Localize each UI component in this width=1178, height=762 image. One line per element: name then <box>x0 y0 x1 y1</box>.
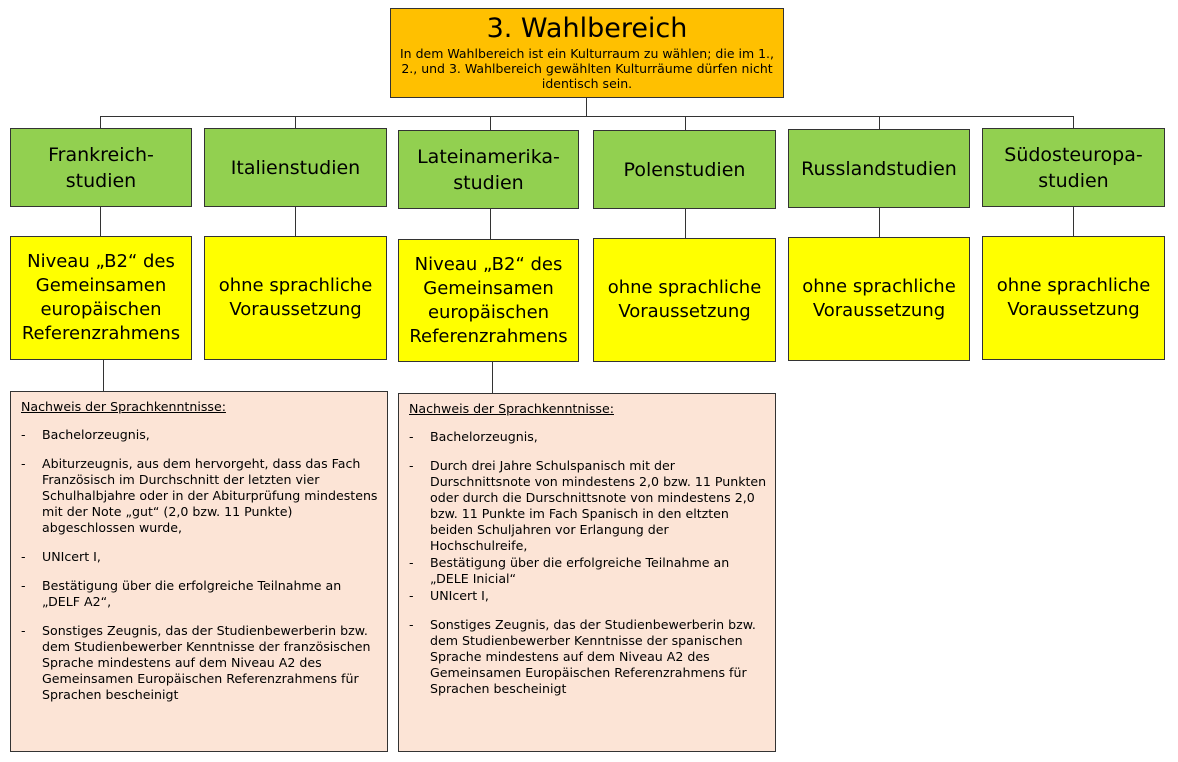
connector-drop-4 <box>685 116 686 130</box>
list-item-text: UNIcert I, <box>42 549 101 564</box>
program-label: Russlandstudien <box>801 157 957 180</box>
requirement-text: ohne sprachliche Voraussetzung <box>996 275 1151 320</box>
list-item-text: Abiturzeugnis, aus dem hervorgeht, dass … <box>42 456 378 535</box>
list-item-text: Bestätigung über die erfolgreiche Teilna… <box>42 578 342 609</box>
connector-header-down <box>586 98 587 116</box>
list-item: -Sonstiges Zeugnis, das der Studienbewer… <box>21 623 379 703</box>
connector-req-details-2 <box>492 362 493 393</box>
program-label: Lateinamerika- studien <box>417 145 560 194</box>
requirement-text: Niveau „B2“ des Gemeinsamen europäischen… <box>21 251 181 344</box>
list-item: -Bachelorzeugnis, <box>21 427 379 443</box>
requirement-box-italien: ohne sprachliche Voraussetzung <box>204 236 387 360</box>
requirement-box-lateinamerika: Niveau „B2“ des Gemeinsamen europäischen… <box>398 239 579 362</box>
connector-program-req-1 <box>100 207 101 236</box>
program-box-polen: Polenstudien <box>593 130 776 209</box>
details-heading: Nachweis der Sprachkenntnisse: <box>21 399 226 414</box>
program-label: Südosteuropa- studien <box>1004 143 1143 192</box>
requirement-text: ohne sprachliche Voraussetzung <box>607 277 762 322</box>
program-box-suedosteuropa: Südosteuropa- studien <box>982 128 1165 207</box>
connector-program-req-6 <box>1073 207 1074 236</box>
list-item: -Abiturzeugnis, aus dem hervorgeht, dass… <box>21 456 378 535</box>
header-box: 3. Wahlbereich In dem Wahlbereich ist ei… <box>390 8 784 98</box>
requirement-text: ohne sprachliche Voraussetzung <box>218 275 373 320</box>
requirement-box-frankreich: Niveau „B2“ des Gemeinsamen europäischen… <box>10 236 192 360</box>
details-box-frankreich: Nachweis der Sprachkenntnisse: -Bachelor… <box>10 391 388 752</box>
connector-horizontal-bar <box>100 116 1074 117</box>
connector-drop-5 <box>879 116 880 129</box>
list-item: -UNIcert I, <box>409 588 767 604</box>
list-item-text: Bestätigung über die erfolgreiche Teilna… <box>430 555 730 586</box>
list-item: -UNIcert I, <box>21 549 379 565</box>
list-item: -Bestätigung über die erfolgreiche Teiln… <box>21 578 379 610</box>
list-item: -Bestätigung über die erfolgreiche Teiln… <box>409 555 767 587</box>
program-box-italien: Italienstudien <box>204 128 387 207</box>
connector-drop-1 <box>100 116 101 128</box>
list-item-text: Sonstiges Zeugnis, das der Studienbewerb… <box>42 623 371 702</box>
list-item-text: Bachelorzeugnis, <box>430 429 538 444</box>
connector-program-req-2 <box>295 207 296 236</box>
list-item-text: Sonstiges Zeugnis, das der Studienbewerb… <box>430 617 756 696</box>
program-box-lateinamerika: Lateinamerika- studien <box>398 130 579 209</box>
program-box-frankreich: Frankreich- studien <box>10 128 192 207</box>
connector-program-req-3 <box>490 209 491 239</box>
connector-req-details-1 <box>103 360 104 391</box>
list-item: -Bachelorzeugnis, <box>409 429 767 445</box>
connector-program-req-4 <box>685 209 686 238</box>
list-item-text: UNIcert I, <box>430 588 489 603</box>
requirement-text: Niveau „B2“ des Gemeinsamen europäischen… <box>409 253 568 347</box>
header-title: 3. Wahlbereich <box>486 13 688 44</box>
requirement-box-russland: ohne sprachliche Voraussetzung <box>788 237 970 361</box>
list-item: -Durch drei Jahre Schulspanisch mit der … <box>409 458 767 553</box>
connector-drop-3 <box>490 116 491 130</box>
list-item-text: Durch drei Jahre Schulspanisch mit der D… <box>430 458 767 553</box>
requirement-box-suedosteuropa: ohne sprachliche Voraussetzung <box>982 236 1165 360</box>
program-label: Frankreich- studien <box>48 143 154 192</box>
details-box-lateinamerika: Nachweis der Sprachkenntnisse: -Bachelor… <box>398 393 776 752</box>
details-heading: Nachweis der Sprachkenntnisse: <box>409 401 614 416</box>
program-label: Italienstudien <box>230 156 361 179</box>
connector-program-req-5 <box>879 208 880 237</box>
connector-drop-6 <box>1073 116 1074 128</box>
list-item-text: Bachelorzeugnis, <box>42 427 150 442</box>
list-item: -Sonstiges Zeugnis, das der Studienbewer… <box>409 617 767 697</box>
requirement-text: ohne sprachliche Voraussetzung <box>802 276 956 321</box>
program-label: Polenstudien <box>623 158 746 181</box>
connector-drop-2 <box>295 116 296 128</box>
requirement-box-polen: ohne sprachliche Voraussetzung <box>593 238 776 362</box>
header-subtitle: In dem Wahlbereich ist ein Kulturraum zu… <box>399 46 775 91</box>
program-box-russland: Russlandstudien <box>788 129 970 208</box>
